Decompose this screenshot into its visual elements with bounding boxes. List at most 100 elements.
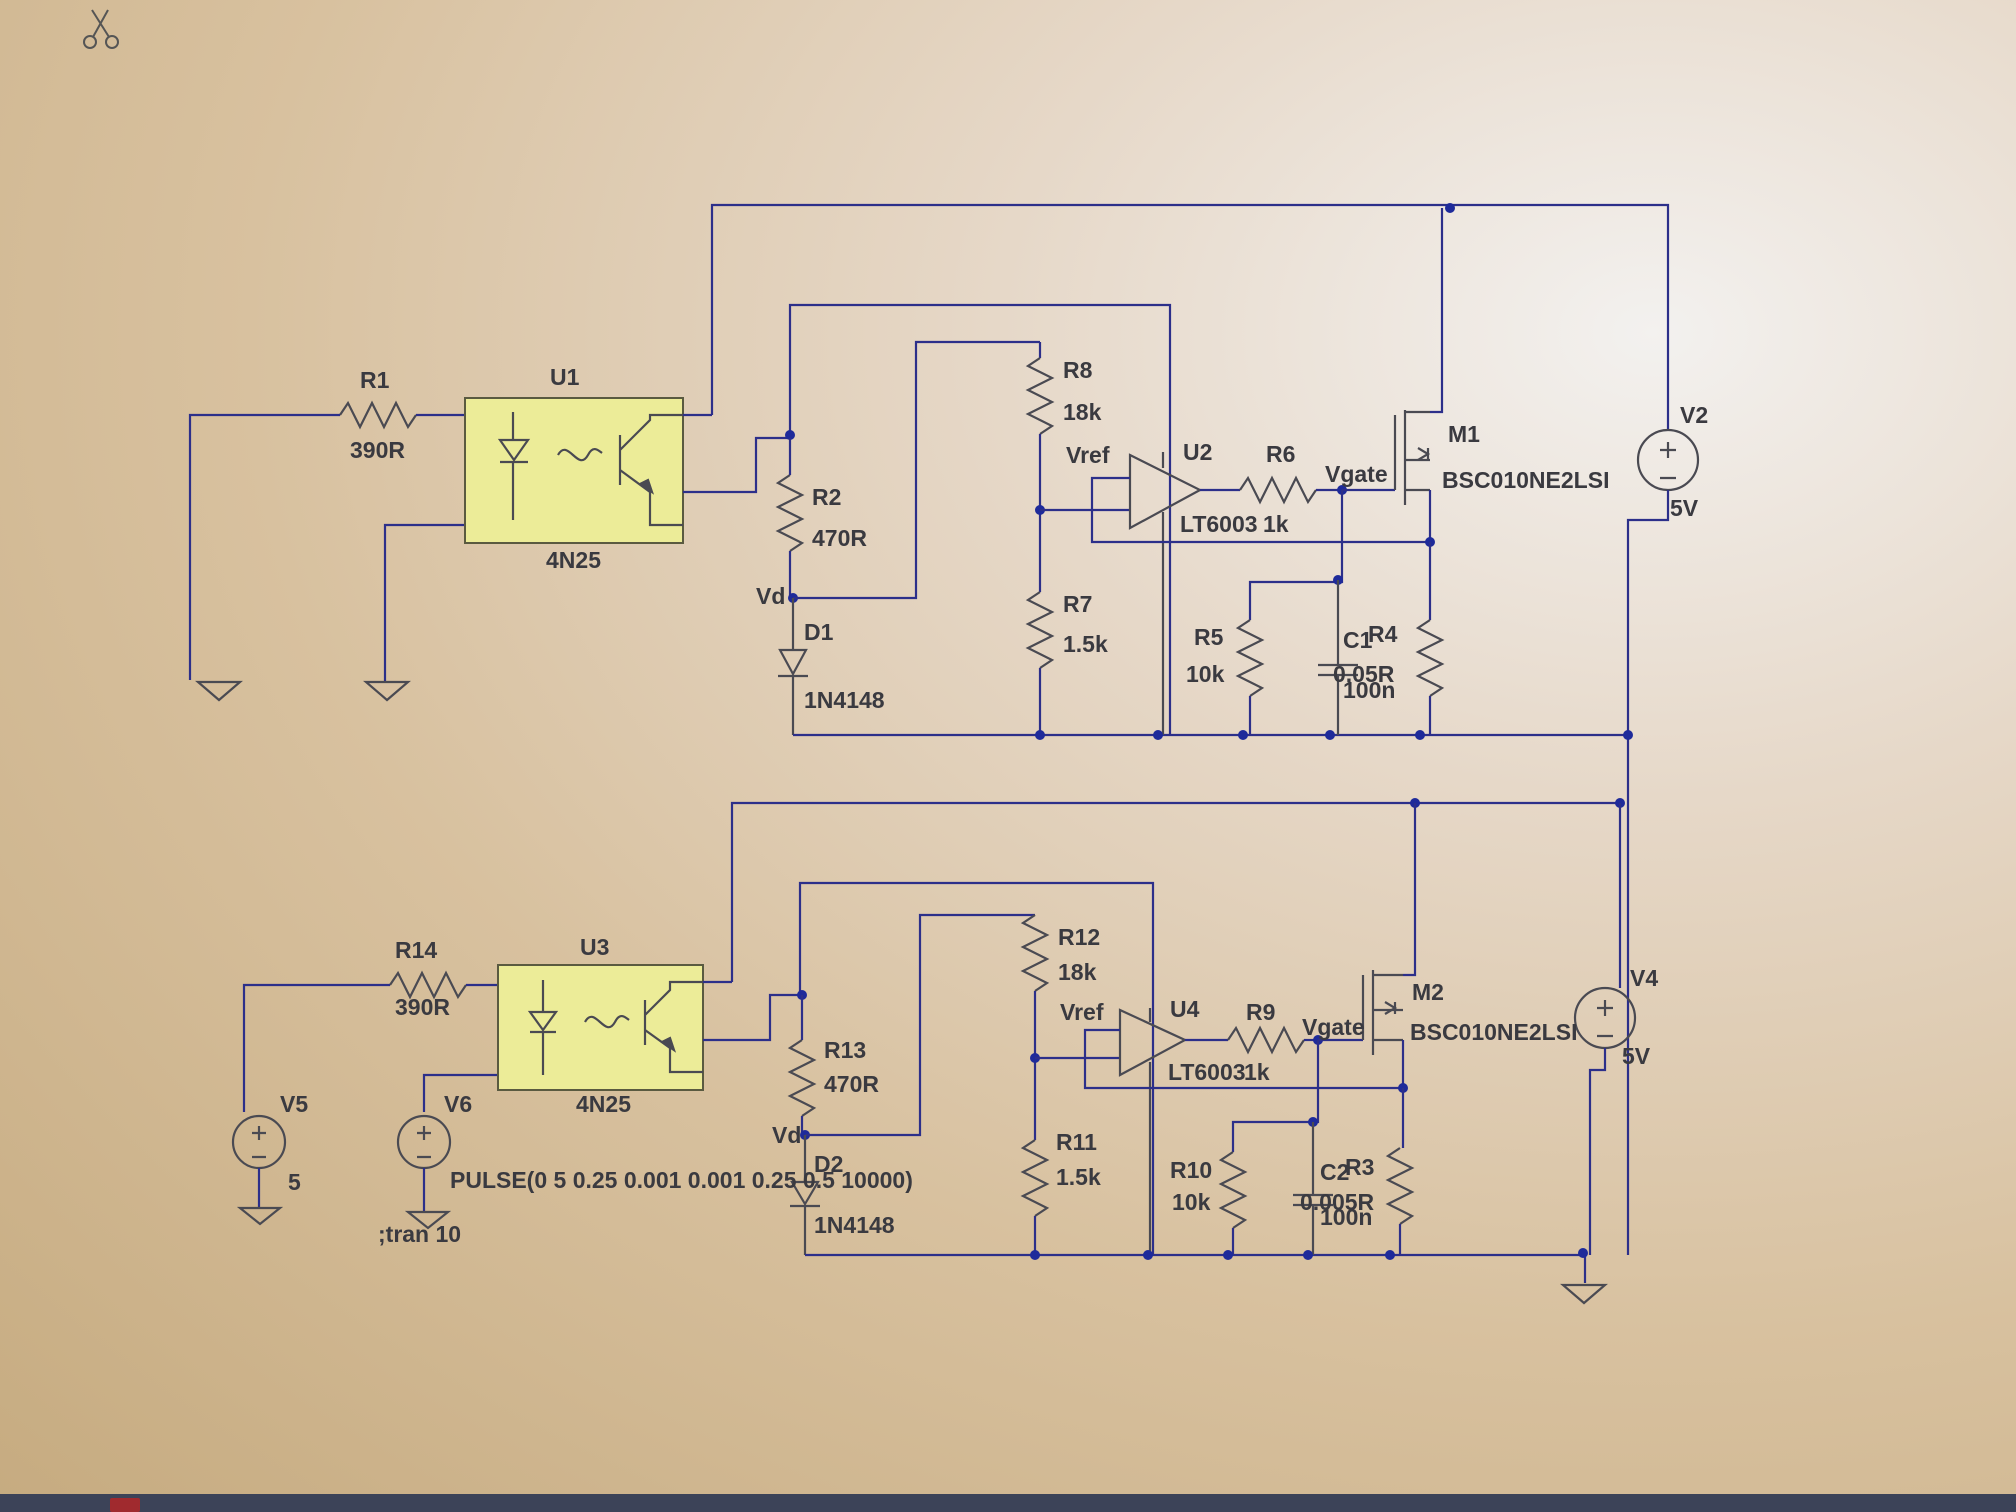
label-R6-value: 1k bbox=[1263, 511, 1289, 537]
R8-resistor[interactable] bbox=[1025, 357, 1055, 435]
ground-symbol bbox=[236, 1206, 284, 1226]
label-V4-ref: V4 bbox=[1630, 965, 1658, 991]
ground-symbol bbox=[1560, 1283, 1608, 1305]
label-R2-value: 470R bbox=[812, 525, 867, 551]
label-V6-value: PULSE(0 5 0.25 0.001 0.001 0.25 0.5 1000… bbox=[450, 1167, 913, 1193]
R13-resistor[interactable] bbox=[787, 1039, 817, 1117]
label-R13-value: 470R bbox=[824, 1071, 879, 1097]
C1-capacitor[interactable] bbox=[1318, 580, 1358, 735]
taskbar-app-icon[interactable] bbox=[110, 1498, 140, 1512]
label-R7-ref: R7 bbox=[1063, 591, 1092, 617]
label-R14-ref: R14 bbox=[395, 937, 437, 963]
label-D1-ref: D1 bbox=[804, 619, 834, 645]
R10-resistor[interactable] bbox=[1218, 1151, 1248, 1229]
labels: R1 390R U1 4N25 R2 470R Vd D1 1N4148 R8 … bbox=[280, 357, 1708, 1247]
label-U1-ref: U1 bbox=[550, 364, 580, 390]
label-R5-value: 10k bbox=[1186, 661, 1225, 687]
R14-resistor[interactable] bbox=[389, 970, 467, 1000]
label-V2-ref: V2 bbox=[1680, 402, 1708, 428]
label-D2-ref: D2 bbox=[814, 1151, 843, 1177]
label-R14-value: 390R bbox=[395, 994, 450, 1020]
label-U3-value: 4N25 bbox=[576, 1091, 631, 1117]
R3-resistor[interactable] bbox=[1385, 1147, 1415, 1225]
label-vd-bottom: Vd bbox=[772, 1122, 801, 1148]
V6-voltage-source[interactable] bbox=[396, 1114, 452, 1170]
M1-mosfet[interactable] bbox=[1393, 208, 1444, 542]
label-vd: Vd bbox=[756, 583, 785, 609]
D2-diode[interactable] bbox=[790, 1135, 820, 1255]
label-M1-ref: M1 bbox=[1448, 421, 1480, 447]
label-R10-ref: R10 bbox=[1170, 1157, 1212, 1183]
label-U4-value: LT6003 bbox=[1168, 1059, 1246, 1085]
label-R12-value: 18k bbox=[1058, 959, 1097, 985]
label-U1-value: 4N25 bbox=[546, 547, 601, 573]
V5-voltage-source[interactable] bbox=[231, 1114, 287, 1170]
label-V4-value: 5V bbox=[1622, 1043, 1651, 1069]
label-R3-ref: R3 bbox=[1345, 1154, 1374, 1180]
U3-optocoupler[interactable] bbox=[497, 964, 800, 1091]
label-vgate-top: Vgate bbox=[1325, 461, 1388, 487]
label-V2-value: 5V bbox=[1670, 495, 1699, 521]
label-R10-value: 10k bbox=[1172, 1189, 1211, 1215]
R11-resistor[interactable] bbox=[1020, 1139, 1050, 1217]
V4-voltage-source[interactable] bbox=[1573, 986, 1637, 1050]
label-R11-value: 1.5k bbox=[1056, 1164, 1101, 1190]
label-R13-ref: R13 bbox=[824, 1037, 866, 1063]
R7-resistor[interactable] bbox=[1025, 591, 1055, 669]
label-U2-value: LT6003 bbox=[1180, 511, 1258, 537]
label-R4-ref: R4 bbox=[1368, 621, 1398, 647]
bottom-circuit bbox=[231, 798, 1637, 1305]
label-vgate-bottom: Vgate bbox=[1302, 1014, 1365, 1040]
label-R5-ref: R5 bbox=[1194, 624, 1224, 650]
ground-symbol bbox=[363, 680, 411, 702]
U2-opamp[interactable] bbox=[1128, 452, 1203, 735]
label-R2-ref: R2 bbox=[812, 484, 841, 510]
ground-symbol bbox=[195, 680, 243, 702]
D1-diode[interactable] bbox=[778, 598, 808, 735]
label-R1-value: 390R bbox=[350, 437, 405, 463]
label-R9-value: 1k bbox=[1244, 1059, 1270, 1085]
R9-resistor[interactable] bbox=[1227, 1025, 1305, 1055]
label-V5-ref: V5 bbox=[280, 1091, 308, 1117]
label-R8-value: 18k bbox=[1063, 399, 1102, 425]
label-R4-value: 0.05R bbox=[1333, 661, 1395, 687]
label-M2-ref: M2 bbox=[1412, 979, 1444, 1005]
label-R7-value: 1.5k bbox=[1063, 631, 1108, 657]
label-M2-value: BSC010NE2LSI bbox=[1410, 1019, 1577, 1045]
scissors-icon bbox=[83, 9, 119, 49]
M2-mosfet[interactable] bbox=[1361, 803, 1417, 1088]
R12-resistor[interactable] bbox=[1020, 914, 1050, 992]
ground-symbol bbox=[404, 1210, 452, 1230]
R2-resistor[interactable] bbox=[775, 474, 805, 552]
label-R11-ref: R11 bbox=[1056, 1129, 1097, 1155]
R4-resistor[interactable] bbox=[1415, 619, 1445, 697]
label-R8-ref: R8 bbox=[1063, 357, 1093, 383]
C2-capacitor[interactable] bbox=[1293, 1122, 1333, 1255]
U4-opamp[interactable] bbox=[1118, 1008, 1188, 1255]
V2-voltage-source[interactable] bbox=[1636, 428, 1700, 492]
R6-resistor[interactable] bbox=[1239, 475, 1317, 505]
label-U2-ref: U2 bbox=[1183, 439, 1212, 465]
top-circuit bbox=[188, 203, 1700, 1255]
R1-resistor[interactable] bbox=[339, 400, 417, 430]
label-C1-value: 100n bbox=[1343, 677, 1395, 703]
label-V6-ref: V6 bbox=[444, 1091, 472, 1117]
R5-resistor[interactable] bbox=[1235, 619, 1265, 697]
label-C2-value: 100n bbox=[1320, 1204, 1372, 1230]
taskbar bbox=[0, 1494, 2016, 1512]
label-R1-ref: R1 bbox=[360, 367, 390, 393]
label-U4-ref: U4 bbox=[1170, 996, 1200, 1022]
label-tran-directive[interactable]: ;tran 10 bbox=[378, 1221, 461, 1247]
U1-optocoupler[interactable] bbox=[464, 397, 790, 544]
label-U3-ref: U3 bbox=[580, 934, 609, 960]
label-C1-ref: C1 bbox=[1343, 627, 1373, 653]
label-R12-ref: R12 bbox=[1058, 924, 1100, 950]
label-M1-value: BSC010NE2LSI bbox=[1442, 467, 1609, 493]
label-D1-value: 1N4148 bbox=[804, 687, 885, 713]
label-D2-value: 1N4148 bbox=[814, 1212, 895, 1238]
label-R3-value: 0.005R bbox=[1300, 1189, 1375, 1215]
label-V5-value: 5 bbox=[288, 1169, 301, 1195]
label-vref-bottom: Vref bbox=[1060, 999, 1104, 1025]
